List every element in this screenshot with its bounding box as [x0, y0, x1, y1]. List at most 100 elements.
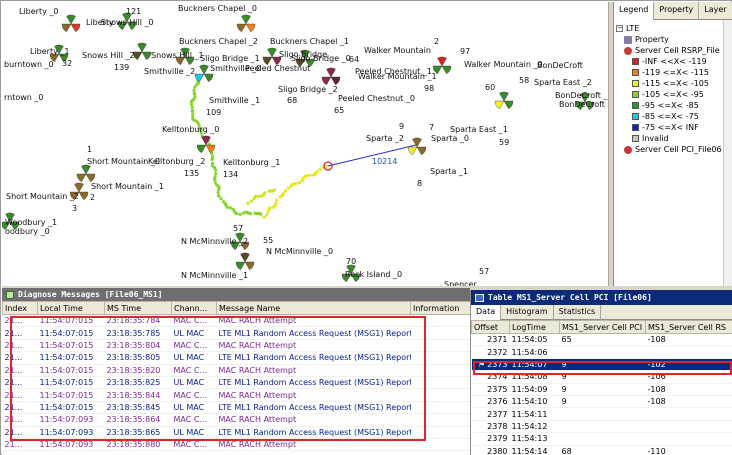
cell-rsrp [645, 345, 732, 359]
map-label: Snows Hill _0 [101, 18, 154, 27]
tab-statistics[interactable]: Statistics [554, 305, 602, 320]
cell-site-icon[interactable] [61, 14, 81, 33]
vertical-splitter[interactable] [608, 2, 613, 286]
map-label: Walker Mountain _0 [464, 60, 543, 69]
cell-site-icon[interactable] [76, 164, 96, 183]
cell-offset: 2378 [471, 420, 510, 434]
cell-site-icon[interactable] [236, 14, 256, 33]
cell-chan: UL MAC [171, 426, 217, 439]
column-header[interactable]: MS1_Server Cell PCI [559, 320, 646, 334]
track-point [199, 129, 203, 133]
legend-series-item[interactable]: Server Cell RSRP_File [616, 45, 730, 56]
column-header[interactable]: MS Time [104, 301, 172, 315]
cell-rsrp: -108 [645, 333, 732, 347]
column-header[interactable]: Index [2, 301, 38, 315]
legend-item[interactable]: -115 <=X< -105 [616, 78, 730, 89]
tab-layer[interactable]: Layer [699, 2, 732, 20]
sector-wedge [49, 53, 60, 63]
cell-site-icon[interactable] [230, 232, 250, 251]
cell-site-icon[interactable] [196, 135, 216, 154]
tab-property[interactable]: Property [654, 2, 700, 20]
map-canvas[interactable] [2, 2, 608, 286]
cell-site-icon[interactable] [235, 252, 255, 271]
tab-data[interactable]: Data [471, 305, 502, 320]
legend-property-item[interactable]: Property [616, 34, 730, 45]
column-header[interactable]: Offset [471, 320, 510, 334]
cell-site-icon[interactable] [262, 47, 282, 66]
column-header[interactable]: Message Name [216, 301, 411, 315]
legend-item[interactable]: -105 <=X< -95 [616, 89, 730, 100]
column-header[interactable]: LogTime [509, 320, 560, 334]
sector-wedge [245, 23, 256, 33]
map-label: Snows Hill _1 [151, 51, 204, 60]
tab-legend[interactable]: Legend [614, 2, 655, 20]
cell-site-icon[interactable] [117, 12, 137, 31]
legend-panel: Legend Property Layer − LTE Property Ser… [613, 2, 732, 286]
minus-icon[interactable]: − [616, 24, 623, 32]
cell-site-icon[interactable] [132, 42, 152, 61]
cell-site-icon[interactable] [175, 47, 195, 66]
map-label: 32 [62, 59, 73, 68]
cell-site-icon[interactable] [49, 44, 69, 63]
column-header[interactable]: Local Time [37, 301, 105, 315]
column-header[interactable]: Information [410, 301, 470, 315]
cell-site-icon[interactable] [295, 49, 315, 68]
cell-site-icon[interactable] [341, 264, 361, 283]
legend-scrollbar[interactable] [723, 20, 732, 286]
cell-site-icon[interactable] [194, 64, 214, 83]
map-label: Peeled Chestnut [245, 64, 311, 73]
pci-table-panel: Table MS1_Server Cell PCI [File06] Data … [470, 290, 732, 455]
legend-root[interactable]: − LTE [616, 23, 730, 34]
legend-item[interactable]: -85 <=X< -75 [616, 111, 730, 122]
cell-pci: 9 [559, 395, 646, 409]
current-position-marker[interactable] [323, 161, 333, 171]
cell-chan: UL MAC [171, 326, 217, 340]
legend-item[interactable]: -75 <=X< INF [616, 122, 730, 133]
tab-histogram[interactable]: Histogram [501, 305, 554, 320]
legend-item[interactable]: -95 <=X< -85 [616, 100, 730, 111]
cell-site-icon[interactable] [2, 212, 20, 231]
table-titlebar[interactable]: Table MS1_Server Cell PCI [File06] [471, 290, 732, 305]
map-label: 1 [87, 145, 93, 154]
cell-site-icon[interactable] [321, 67, 341, 86]
column-header[interactable]: MS1_Server Cell RS [645, 320, 732, 334]
sector-wedge [441, 65, 452, 75]
column-header[interactable]: Chann... [171, 301, 217, 315]
legend-item[interactable]: -119 <=X< -115 [616, 67, 730, 78]
cell-site-icon[interactable] [432, 56, 452, 75]
cell-index: 21... [2, 401, 38, 415]
legend-item[interactable]: Invalid [616, 133, 730, 144]
legend-item[interactable]: -INF <<X< -119 [616, 56, 730, 67]
cell-site-icon[interactable] [575, 92, 595, 111]
cell-site-icon[interactable] [407, 137, 427, 156]
diagnose-titlebar[interactable]: Diagnose Messages [File06_MS1] [2, 288, 470, 301]
track-point [191, 112, 195, 116]
legend-pci-item[interactable]: Server Cell PCI_File06 [616, 144, 730, 155]
cell-site-icon[interactable] [69, 182, 89, 201]
cell-site-icon[interactable] [494, 91, 514, 110]
